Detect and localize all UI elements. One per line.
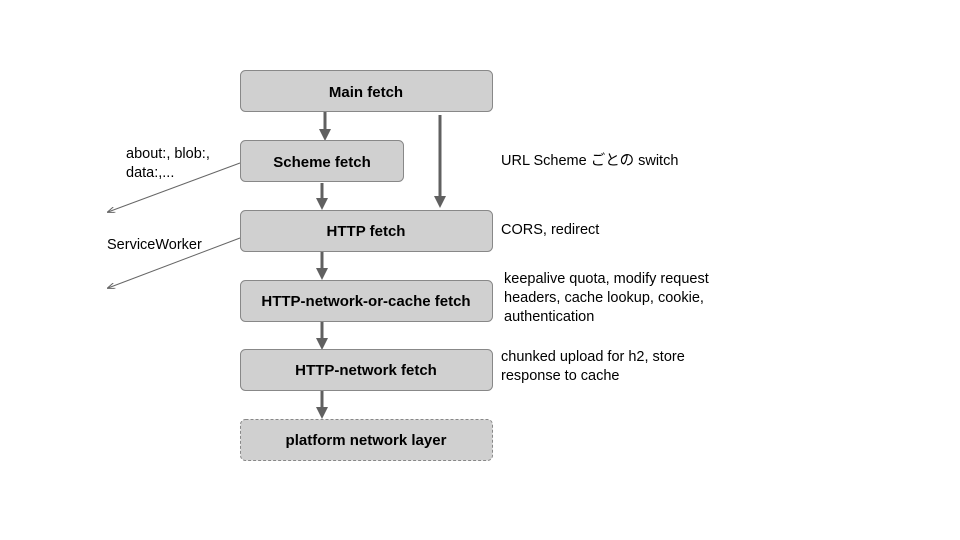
builtin-schemes-line: about:, blob:,	[126, 146, 210, 162]
builtin-schemes-label: about:, blob:, data:,...	[126, 146, 210, 181]
network-fetch-note-line: chunked upload for h2, store	[501, 349, 685, 365]
network-or-cache-note-line: keepalive quota, modify request	[504, 271, 709, 287]
network-or-cache-note-line: authentication	[504, 309, 594, 325]
platform-network-layer-label: platform network layer	[286, 432, 447, 449]
network-fetch-note-line: response to cache	[501, 368, 620, 384]
network-or-cache-note: keepalive quota, modify request headers,…	[504, 271, 709, 325]
http-network-or-cache-fetch-label: HTTP-network-or-cache fetch	[261, 293, 470, 310]
serviceworker-label: ServiceWorker	[107, 237, 202, 253]
network-or-cache-note-line: headers, cache lookup, cookie,	[504, 290, 704, 306]
scheme-switch-note: URL Scheme ごとの switch	[501, 152, 678, 169]
http-network-fetch-box: HTTP-network fetch	[240, 349, 493, 391]
http-fetch-box: HTTP fetch	[240, 210, 493, 252]
arrow-scheme-to-builtin-schemes	[108, 162, 241, 212]
http-fetch-label: HTTP fetch	[327, 223, 406, 240]
http-fetch-note: CORS, redirect	[501, 222, 599, 238]
http-network-fetch-label: HTTP-network fetch	[295, 362, 437, 379]
platform-network-layer-box: platform network layer	[240, 419, 493, 461]
network-fetch-note: chunked upload for h2, store response to…	[501, 349, 685, 384]
arrow-http-to-serviceworker	[108, 237, 241, 288]
builtin-schemes-line: data:,...	[126, 165, 174, 181]
main-fetch-box: Main fetch	[240, 70, 493, 112]
main-fetch-label: Main fetch	[329, 84, 403, 101]
scheme-fetch-label: Scheme fetch	[273, 154, 371, 171]
http-network-or-cache-fetch-box: HTTP-network-or-cache fetch	[240, 280, 493, 322]
scheme-fetch-box: Scheme fetch	[240, 140, 404, 182]
